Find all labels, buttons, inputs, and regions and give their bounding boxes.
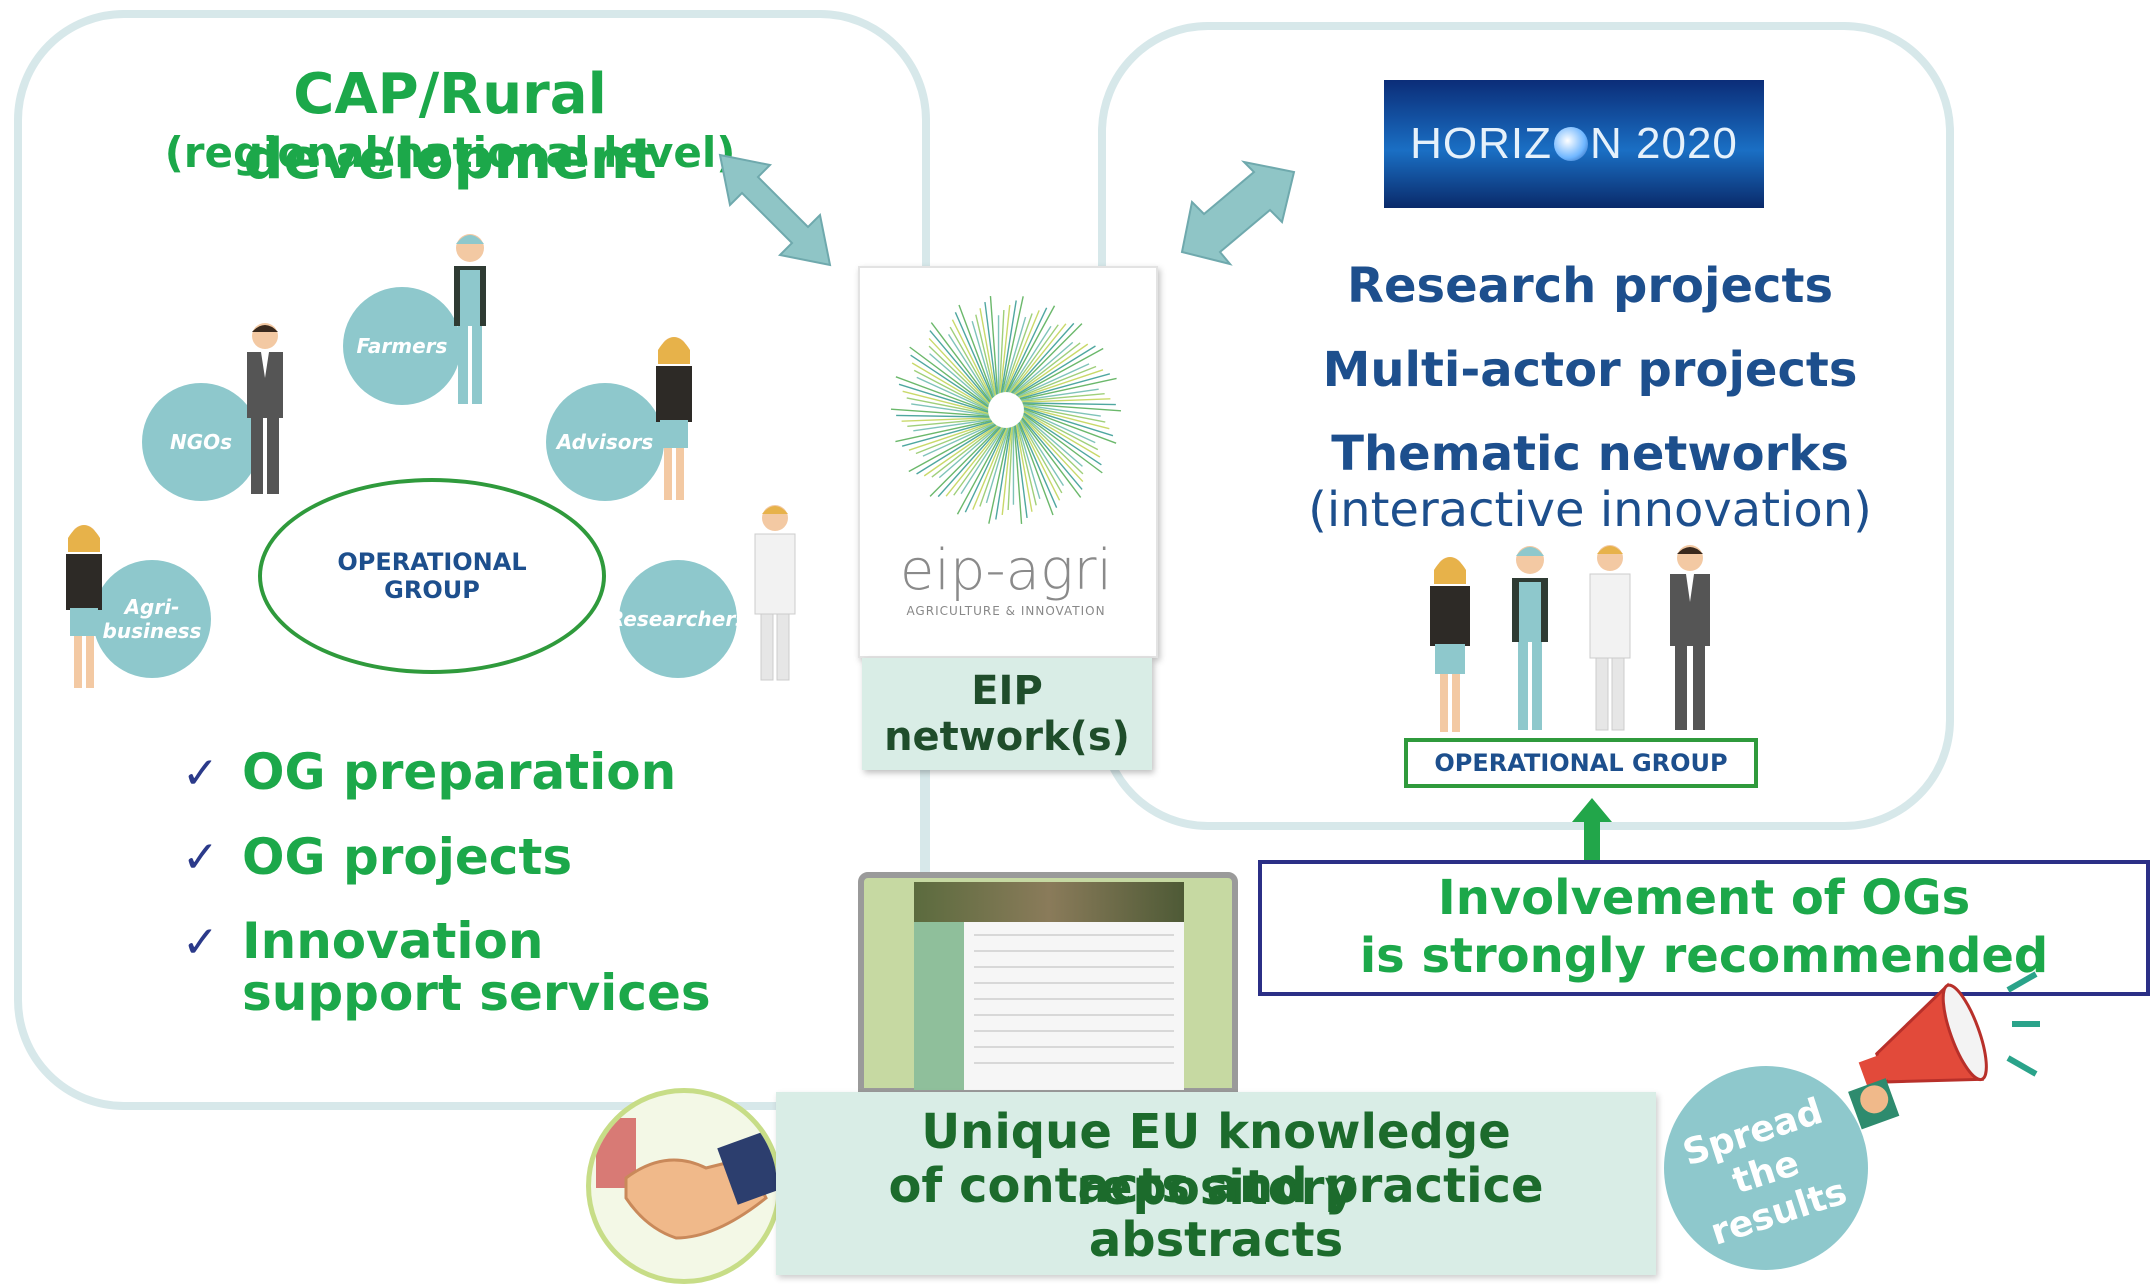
horizon-logo-text-left: HORIZ — [1410, 119, 1552, 169]
actor-agribusiness-label-1: Agri- — [125, 595, 180, 619]
multi-actor-projects-label: Multi-actor projects — [1240, 342, 1940, 398]
interactive-innovation-note: (interactive innovation) — [1240, 482, 1940, 538]
laptop-screen-sidebar — [914, 922, 964, 1090]
actor-agribusiness-label-2: business — [103, 619, 202, 643]
laptop-screenshot — [858, 872, 1238, 1094]
repository-line-3: abstracts — [776, 1212, 1656, 1268]
up-arrow-icon — [1572, 798, 1612, 860]
repository-line-2: of contacts and practice — [776, 1158, 1656, 1214]
farmer-person-icon — [440, 230, 500, 410]
ngo-person-icon — [235, 318, 295, 498]
burst-ray — [896, 377, 988, 411]
laptop-screen-banner — [914, 882, 1184, 922]
check-icon: ✓ — [182, 917, 219, 968]
agribusiness-person-icon — [54, 518, 114, 693]
right-double-arrow-icon — [1182, 172, 1302, 272]
actor-researchers: Researchers — [619, 560, 737, 678]
operational-group-ellipse: OPERATIONAL GROUP — [258, 478, 606, 674]
eip-network-line-2: network(s) — [884, 714, 1130, 760]
eip-network-line-1: EIP — [971, 668, 1043, 714]
check-icon: ✓ — [182, 832, 219, 883]
laptop-screen-lines — [974, 934, 1174, 1074]
og-box-right: OPERATIONAL GROUP — [1404, 738, 1758, 788]
burst-ray — [1024, 413, 1102, 465]
left-double-arrow-icon — [720, 155, 840, 255]
checklist-item-2: OG projects — [242, 828, 572, 886]
eip-agri-burst-icon — [886, 290, 1126, 530]
researcher-person-icon — [745, 500, 805, 685]
og-ellipse-label-2: GROUP — [384, 576, 480, 604]
burst-center — [990, 394, 1022, 426]
actor-advisors-label: Advisors — [557, 430, 653, 454]
burst-ray — [1024, 409, 1116, 443]
horizon-globe-icon — [1554, 127, 1588, 161]
actor-researchers-label: Researchers — [609, 607, 747, 631]
horizon-logo-text-right: N 2020 — [1590, 119, 1738, 169]
og-ellipse-label-1: OPERATIONAL — [337, 548, 526, 576]
megaphone-icon — [1840, 962, 2040, 1142]
burst-ray — [911, 355, 989, 407]
handshake-circle — [586, 1088, 782, 1284]
laptop-screen — [914, 882, 1184, 1090]
checklist-item-3-line1: Innovation — [242, 912, 543, 970]
checklist-item-3-line2: support services — [242, 964, 711, 1022]
og-members-icon — [1420, 540, 1740, 740]
recommendation-line-1: Involvement of OGs — [1258, 870, 2150, 926]
handshake-icon — [586, 1088, 782, 1284]
eip-agri-tagline: AGRICULTURE & INNOVATION — [858, 604, 1154, 618]
check-icon: ✓ — [182, 748, 219, 799]
eip-network-box: EIP network(s) — [862, 658, 1152, 770]
eip-agri-logo-text: eip-agri — [858, 538, 1154, 603]
cap-subtitle: (regional/national level) — [80, 128, 820, 177]
actor-farmers-label: Farmers — [357, 334, 448, 358]
actor-ngos-label: NGOs — [170, 430, 232, 454]
thematic-networks-label: Thematic networks — [1240, 426, 1940, 482]
checklist-item-1: OG preparation — [242, 743, 676, 801]
horizon-2020-logo: HORIZ N 2020 — [1384, 80, 1764, 208]
advisor-person-icon — [644, 330, 704, 505]
research-projects-label: Research projects — [1240, 258, 1940, 314]
